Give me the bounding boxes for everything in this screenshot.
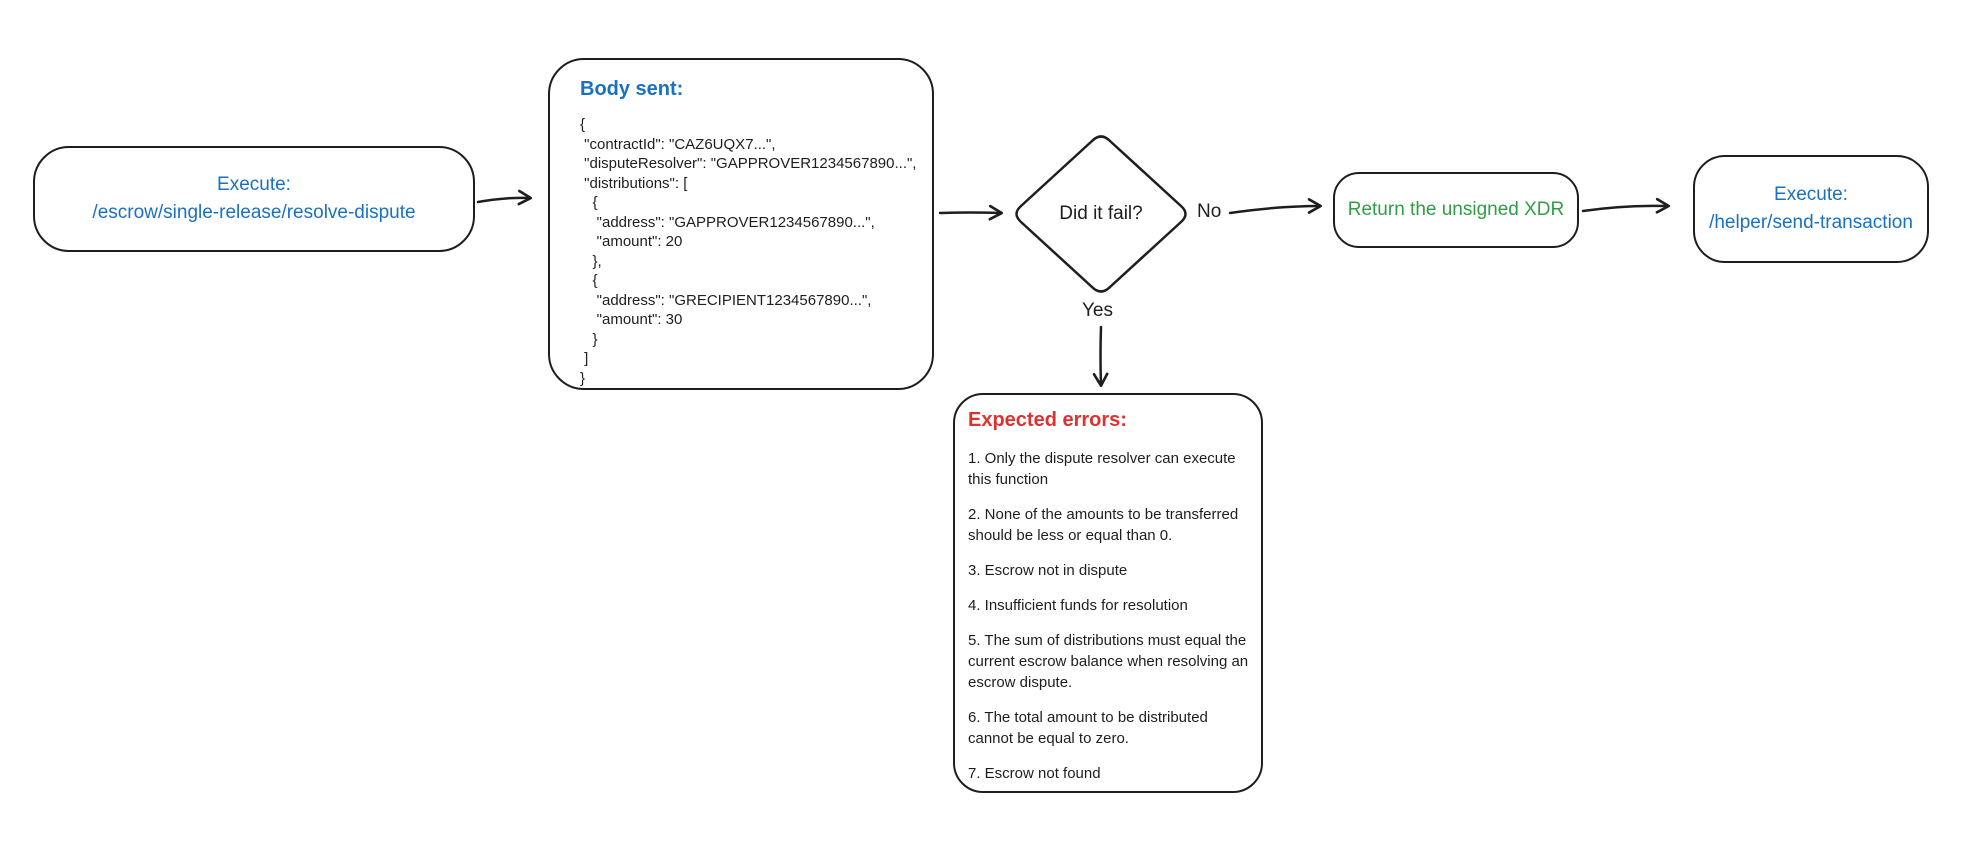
- body-sent-title: Body sent:: [580, 78, 684, 100]
- arrow-start-to-body: [476, 189, 533, 206]
- node-execute-resolve-dispute: Execute: /escrow/single-release/resolve-…: [33, 146, 475, 252]
- error-item-7: 7. Escrow not found: [968, 765, 1101, 782]
- error-item-1: 1. Only the dispute resolver can execute…: [968, 450, 1236, 488]
- body-sent-json: { "contractId": "CAZ6UQX7...", "disputeR…: [580, 116, 917, 387]
- node-expected-errors: Expected errors: 1. Only the dispute res…: [953, 393, 1263, 793]
- error-item-6: 6. The total amount to be distributed ca…: [968, 709, 1208, 747]
- edge-label-no: No: [1197, 201, 1222, 222]
- node-execute-send-transaction: Execute: /helper/send-transaction: [1693, 155, 1929, 263]
- send-transaction-endpoint: /helper/send-transaction: [1709, 212, 1913, 233]
- error-item-5: 5. The sum of distributions must equal t…: [968, 632, 1249, 691]
- execute-label-2: Execute:: [1774, 184, 1848, 205]
- edge-label-yes: Yes: [1082, 300, 1113, 321]
- error-item-3: 3. Escrow not in dispute: [968, 562, 1128, 579]
- arrow-no-to-xdr: [1228, 198, 1323, 215]
- error-item-2: 2. None of the amounts to be transferred…: [968, 506, 1239, 544]
- execute-label: Execute:: [217, 174, 291, 195]
- arrow-body-to-decision: [938, 204, 1004, 221]
- arrow-yes-to-errors: [1092, 325, 1109, 388]
- return-xdr-label: Return the unsigned XDR: [1347, 199, 1565, 220]
- node-body-sent: Body sent: { "contractId": "CAZ6UQX7..."…: [548, 58, 934, 390]
- node-return-unsigned-xdr: Return the unsigned XDR: [1333, 172, 1579, 248]
- resolve-dispute-endpoint: /escrow/single-release/resolve-dispute: [92, 202, 416, 223]
- decision-label: Did it fail?: [1059, 203, 1143, 224]
- expected-errors-title: Expected errors:: [968, 409, 1127, 431]
- arrow-xdr-to-send: [1581, 197, 1671, 214]
- error-item-4: 4. Insufficient funds for resolution: [968, 597, 1188, 614]
